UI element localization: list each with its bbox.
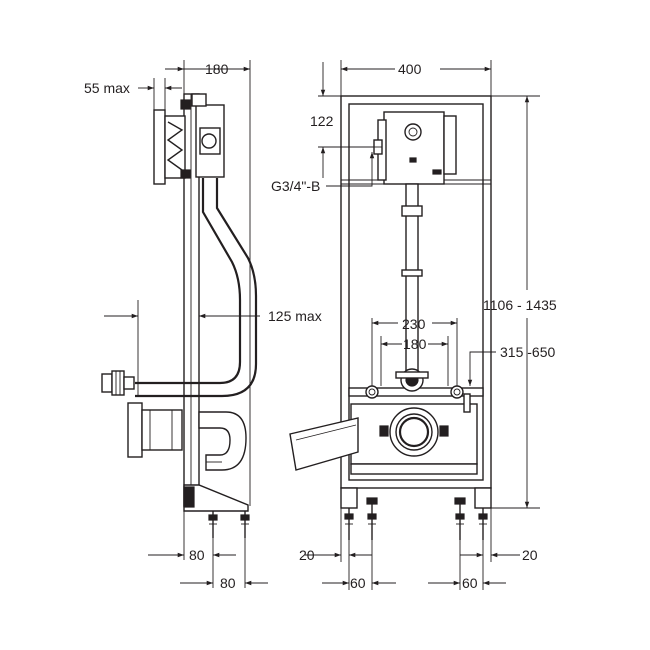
dim-side-foot-1: 80	[189, 547, 205, 563]
dim-pipe-offset-max: 125 max	[268, 308, 322, 324]
dim-bolt-height: 315 -650	[500, 344, 555, 360]
side-view-dimensions: 180 55 max 125 max 80 80	[84, 60, 322, 591]
dim-front-foot-left: 20	[299, 547, 315, 563]
dim-plate-max: 55 max	[84, 80, 130, 96]
front-view-dimensions: 400 122 G3/4"-B 1106 - 1435 230 180 315 …	[271, 60, 557, 591]
dim-front-foot-right: 20	[522, 547, 538, 563]
dim-front-width: 400	[398, 61, 422, 77]
front-view	[289, 95, 492, 540]
dim-overall-height: 1106 - 1435	[483, 297, 557, 313]
dim-bolt-spacing-outer: 230	[402, 316, 426, 332]
side-view	[101, 93, 258, 538]
dim-side-depth: 180	[205, 61, 229, 77]
dim-front-foot-spacing-right: 60	[462, 575, 478, 591]
dim-front-foot-spacing-left: 60	[350, 575, 366, 591]
dim-connection-height: 122	[310, 113, 334, 129]
dim-side-foot-2: 80	[220, 575, 236, 591]
dim-bolt-spacing-inner: 180	[403, 336, 427, 352]
label-thread: G3/4"-B	[271, 178, 320, 194]
